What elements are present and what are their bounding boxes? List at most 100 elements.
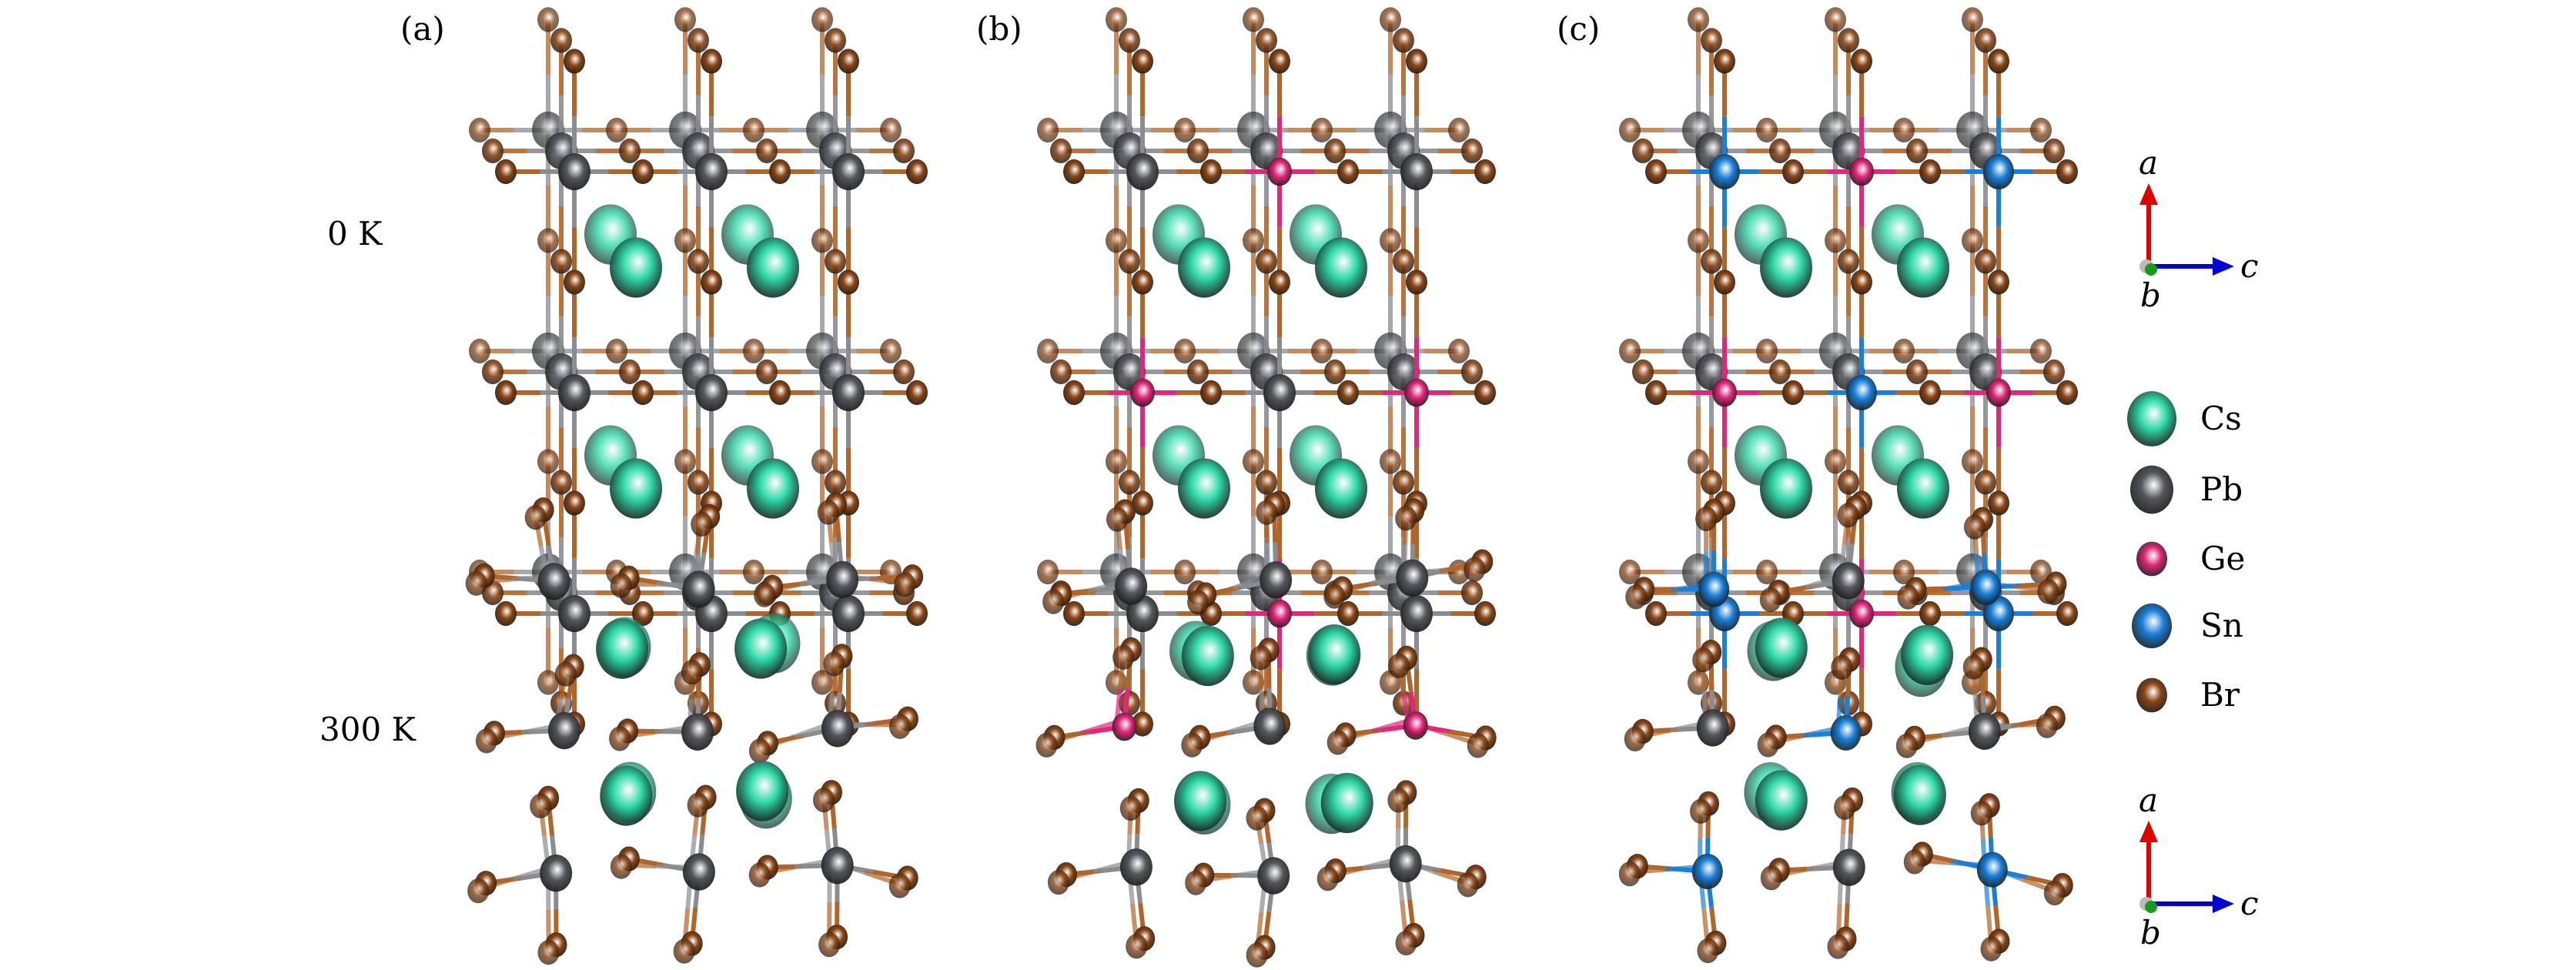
br-atom	[1269, 48, 1290, 74]
cs-atom	[1760, 458, 1812, 519]
br-atom	[1187, 359, 1209, 385]
br-atom	[1380, 7, 1401, 32]
ge-atom	[1403, 711, 1428, 740]
br-atom	[1619, 338, 1641, 364]
br-atom	[1243, 449, 1264, 474]
br-atom	[687, 28, 709, 53]
br-atom	[1132, 711, 1153, 737]
br-atom	[1035, 732, 1058, 758]
br-atom	[756, 138, 778, 164]
br-atom	[2037, 579, 2059, 604]
br-atom	[1174, 338, 1196, 364]
br-atom	[1757, 732, 1779, 758]
br-atom	[1063, 600, 1085, 627]
pb-swatch-icon	[2130, 465, 2173, 514]
br-atom	[1714, 269, 1735, 295]
br-atom	[564, 490, 585, 516]
br-atom	[632, 159, 654, 185]
br-atom	[1825, 7, 1846, 32]
br-atom	[1838, 249, 1859, 274]
br-atom	[475, 728, 497, 754]
br-atom	[2043, 138, 2065, 164]
br-atom	[1269, 269, 1290, 295]
br-atom	[1187, 138, 1209, 164]
br-atom	[632, 600, 654, 627]
br-atom	[1919, 600, 1941, 627]
c-arrowhead-icon	[2213, 257, 2234, 276]
br-atom	[838, 269, 859, 295]
br-atom	[1037, 117, 1059, 143]
br-atom	[1337, 159, 1359, 185]
ge-atom	[1130, 378, 1155, 407]
br-atom	[1106, 670, 1127, 695]
br-atom	[1619, 117, 1641, 143]
br-atom	[495, 600, 517, 627]
row-label-300k: 300 K	[319, 711, 417, 748]
ge-atom	[1267, 599, 1292, 628]
a-arrowhead-icon	[2139, 821, 2158, 842]
br-atom	[817, 500, 839, 525]
br-atom	[1827, 934, 1849, 959]
sn-atom	[1709, 154, 1740, 189]
pb-atom	[1253, 707, 1286, 745]
br-atom	[1042, 589, 1065, 614]
br-atom	[748, 738, 771, 764]
br-atom	[1395, 506, 1417, 531]
cs-atom	[1897, 237, 1949, 298]
br-atom	[888, 714, 911, 739]
cs-atom	[1755, 617, 1808, 678]
br-atom	[537, 228, 559, 253]
br-atom	[673, 938, 695, 964]
sn-atom	[1983, 154, 2014, 189]
br-atom	[1037, 559, 1059, 585]
br-atom	[1243, 7, 1264, 32]
br-atom	[1250, 645, 1272, 671]
br-atom	[1988, 48, 2009, 74]
cs-atom	[1320, 772, 1373, 834]
pb-atom	[821, 847, 854, 885]
ge-atom	[1849, 157, 1874, 186]
br-atom	[537, 7, 559, 32]
br-atom	[1831, 654, 1853, 680]
br-atom	[893, 138, 915, 164]
br-atom	[1897, 584, 1919, 610]
br-atom	[537, 449, 559, 474]
br-atom	[1618, 861, 1641, 887]
pb-atom	[681, 713, 714, 751]
bond	[1081, 720, 1118, 735]
pb-atom	[682, 853, 715, 891]
br-atom	[1181, 732, 1203, 758]
br-atom	[1645, 600, 1667, 627]
br-atom	[1119, 249, 1140, 274]
br-atom	[1769, 138, 1791, 164]
pb-atom	[826, 560, 859, 599]
br-atom	[1467, 733, 1489, 758]
br-atom	[1050, 359, 1072, 385]
br-atom	[1256, 470, 1277, 495]
br-atom	[1337, 380, 1359, 406]
legend-label: Sn	[2200, 607, 2243, 644]
br-atom	[1457, 872, 1479, 898]
structures	[465, 7, 2078, 968]
br-atom	[2056, 380, 2078, 406]
br-atom	[1962, 449, 1983, 474]
br-atom	[1393, 470, 1414, 495]
br-atom	[632, 380, 654, 406]
pb-atom	[832, 152, 865, 191]
br-atom	[701, 269, 722, 295]
br-atom	[1185, 870, 1207, 895]
br-atom	[1692, 647, 1715, 673]
br-atom	[1756, 117, 1778, 143]
br-atom	[1701, 249, 1722, 274]
br-atom	[743, 559, 764, 585]
br-atom	[1324, 359, 1346, 385]
br-atom	[2030, 117, 2052, 143]
cs-atom	[610, 237, 662, 298]
br-atom	[1970, 801, 1992, 826]
br-atom	[701, 48, 722, 74]
br-atom	[687, 249, 709, 274]
br-atom	[1893, 117, 1915, 143]
br-atom	[1919, 380, 1941, 406]
br-atom	[818, 932, 841, 958]
